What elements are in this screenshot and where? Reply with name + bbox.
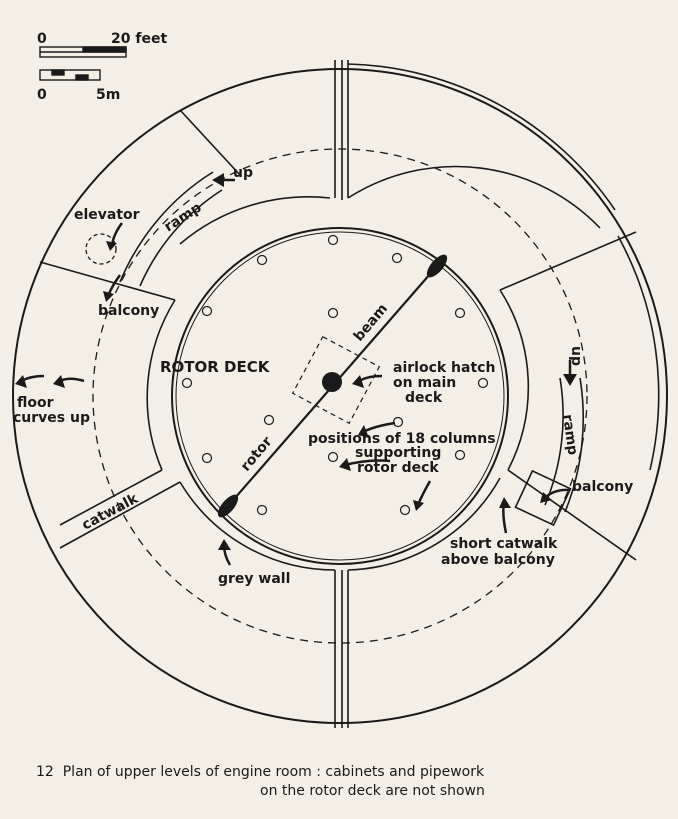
label-columns-2: supporting [355,445,441,461]
dashed-ring [92,148,588,644]
beam-end-bottom [217,494,239,518]
caption-text-2: on the rotor deck are not shown [260,783,485,799]
airlock-hatch [291,335,381,425]
label-catwalk: catwalk [79,490,141,533]
elevator-shaft [85,233,117,265]
label-curves-up: curves up [13,410,90,426]
scale-feet-zero: 0 [37,31,47,47]
scale-feet-max: 20 feet [111,31,167,47]
caption-text-1: Plan of upper levels of engine room : ca… [62,764,485,780]
label-up-top: up [233,165,253,181]
label-airlock-1: airlock hatch [393,360,495,376]
beam-end-top [426,254,448,278]
rotor-deck-wall [171,227,509,565]
label-ramp-right: ramp [559,413,581,456]
cabinet-panels [39,60,660,728]
label-airlock-2: on main [393,375,456,391]
label-beam: beam [351,301,391,345]
scale-metric-max: 5m [96,87,120,103]
label-rotor: rotor [238,434,276,475]
figure-caption-line1: 12 Plan of upper levels of engine room :… [36,764,484,780]
rotor-hub [322,372,342,392]
label-short-catwalk-2: above balcony [441,552,555,568]
arrowheads [15,173,577,550]
label-columns-1: positions of 18 columns [308,431,496,447]
label-up-right: up [568,346,584,366]
outer-wall [12,68,668,724]
label-balcony-right: balcony [572,479,633,495]
rotor-deck-wall-inner [175,231,505,561]
label-columns-3: rotor deck [357,460,439,476]
column-positions [181,234,489,516]
label-rotor-deck: ROTOR DECK [160,358,271,376]
ramps [119,171,585,527]
scale-bars [39,46,127,81]
scale-metric-zero: 0 [37,87,47,103]
figure-number: 12 [36,764,54,780]
label-grey-wall: grey wall [218,571,290,587]
label-airlock-3: deck [405,390,443,406]
label-short-catwalk-1: short catwalk [450,536,558,552]
label-elevator: elevator [74,207,140,223]
label-floor: floor [17,395,54,411]
label-balcony-left: balcony [98,303,159,319]
